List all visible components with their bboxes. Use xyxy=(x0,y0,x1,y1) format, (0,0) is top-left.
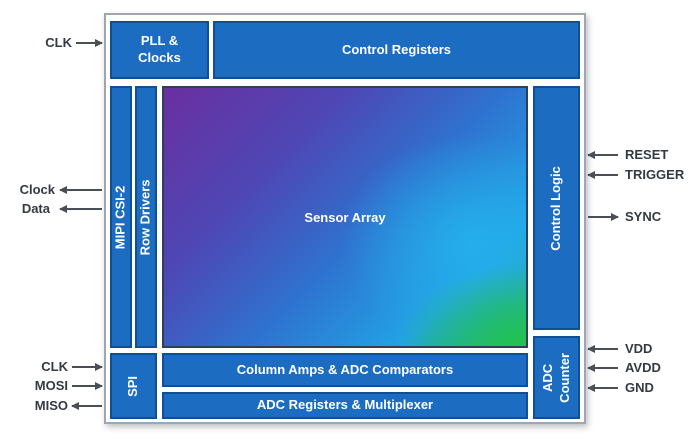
signal-sync: SYNC xyxy=(625,209,662,224)
signal-clock: Clock xyxy=(19,182,55,197)
signal-mosi: MOSI xyxy=(34,378,68,393)
signal-trigger: TRIGGER xyxy=(625,167,685,182)
sensor-array-block: Sensor Array xyxy=(162,86,528,348)
signal-avdd: AVDD xyxy=(625,360,661,375)
sensor-array-label: Sensor Array xyxy=(304,209,386,225)
column-amps-block: Column Amps & ADC Comparators xyxy=(162,353,528,387)
signal-vdd: VDD xyxy=(625,341,653,356)
signal-miso: MISO xyxy=(34,398,68,413)
control-logic-block: Control Logic xyxy=(533,86,580,330)
adc-registers-block: ADC Registers & Multiplexer xyxy=(162,392,528,419)
signal-gnd: GND xyxy=(625,380,654,395)
signal-data: Data xyxy=(21,201,50,216)
pll-clocks-block: PLL & Clocks xyxy=(110,21,209,79)
mipi-csi2-block: MIPI CSI-2 xyxy=(110,86,132,348)
signal-clk-top: CLK xyxy=(45,35,72,50)
control-registers-block: Control Registers xyxy=(213,21,580,79)
row-drivers-block: Row Drivers xyxy=(135,86,157,348)
spi-block: SPI xyxy=(110,353,157,419)
signal-reset: RESET xyxy=(625,147,669,162)
signal-clk-spi: CLK xyxy=(41,359,68,374)
adc-counter-block: ADC Counter xyxy=(533,336,580,419)
